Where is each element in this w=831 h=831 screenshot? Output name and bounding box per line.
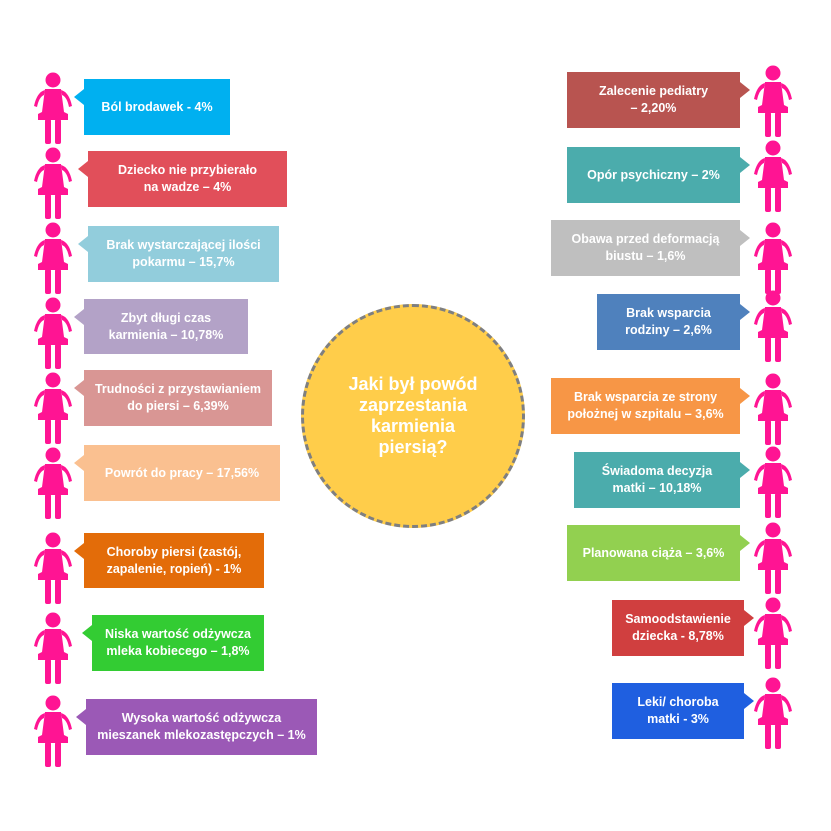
woman-icon [754,446,792,518]
woman-icon [34,147,72,219]
woman-icon [754,677,792,749]
left-reason-bubble: Ból brodawek - 4% [74,79,230,135]
left-reason-bubble: Zbyt długi czas karmienia – 10,78% [74,299,248,354]
right-reason-bubble: Leki/ choroba matki - 3% [612,683,754,739]
woman-icon [34,447,72,519]
woman-icon [34,222,72,294]
right-reason-bubble: Samoodstawienie dziecka - 8,78% [612,600,754,656]
woman-icon [34,612,72,684]
woman-icon [754,222,792,294]
right-reason-bubble: Brak wsparcia rodziny – 2,6% [597,294,750,350]
left-reason-bubble: Powrót do pracy – 17,56% [74,445,280,501]
right-reason-bubble: Brak wsparcia ze strony położnej w szpit… [551,378,750,434]
left-reason-bubble: Brak wystarczającej ilości pokarmu – 15,… [78,226,279,282]
woman-icon [34,695,72,767]
woman-icon [754,522,792,594]
left-reason-bubble: Trudności z przystawianiem do piersi – 6… [74,370,272,426]
right-reason-bubble: Obawa przed deformacją biustu – 1,6% [551,220,750,276]
left-reason-bubble: Niska wartość odżywcza mleka kobiecego –… [82,615,264,671]
center-question-circle: Jaki był powód zaprzestania karmienia pi… [301,304,525,528]
woman-icon [754,597,792,669]
woman-icon [754,65,792,137]
woman-icon [34,532,72,604]
left-reason-bubble: Dziecko nie przybierało na wadze – 4% [78,151,287,207]
right-reason-bubble: Zalecenie pediatry – 2,20% [567,72,750,128]
right-reason-bubble: Planowana ciąża – 3,6% [567,525,750,581]
left-reason-bubble: Wysoka wartość odżywcza mieszanek mlekoz… [76,699,317,755]
left-reason-bubble: Choroby piersi (zastój, zapalenie, ropie… [74,533,264,588]
woman-icon [34,72,72,144]
woman-icon [754,290,792,362]
woman-icon [754,373,792,445]
right-reason-bubble: Opór psychiczny – 2% [567,147,750,203]
woman-icon [754,140,792,212]
woman-icon [34,297,72,369]
right-reason-bubble: Świadoma decyzja matki – 10,18% [574,452,750,508]
woman-icon [34,372,72,444]
